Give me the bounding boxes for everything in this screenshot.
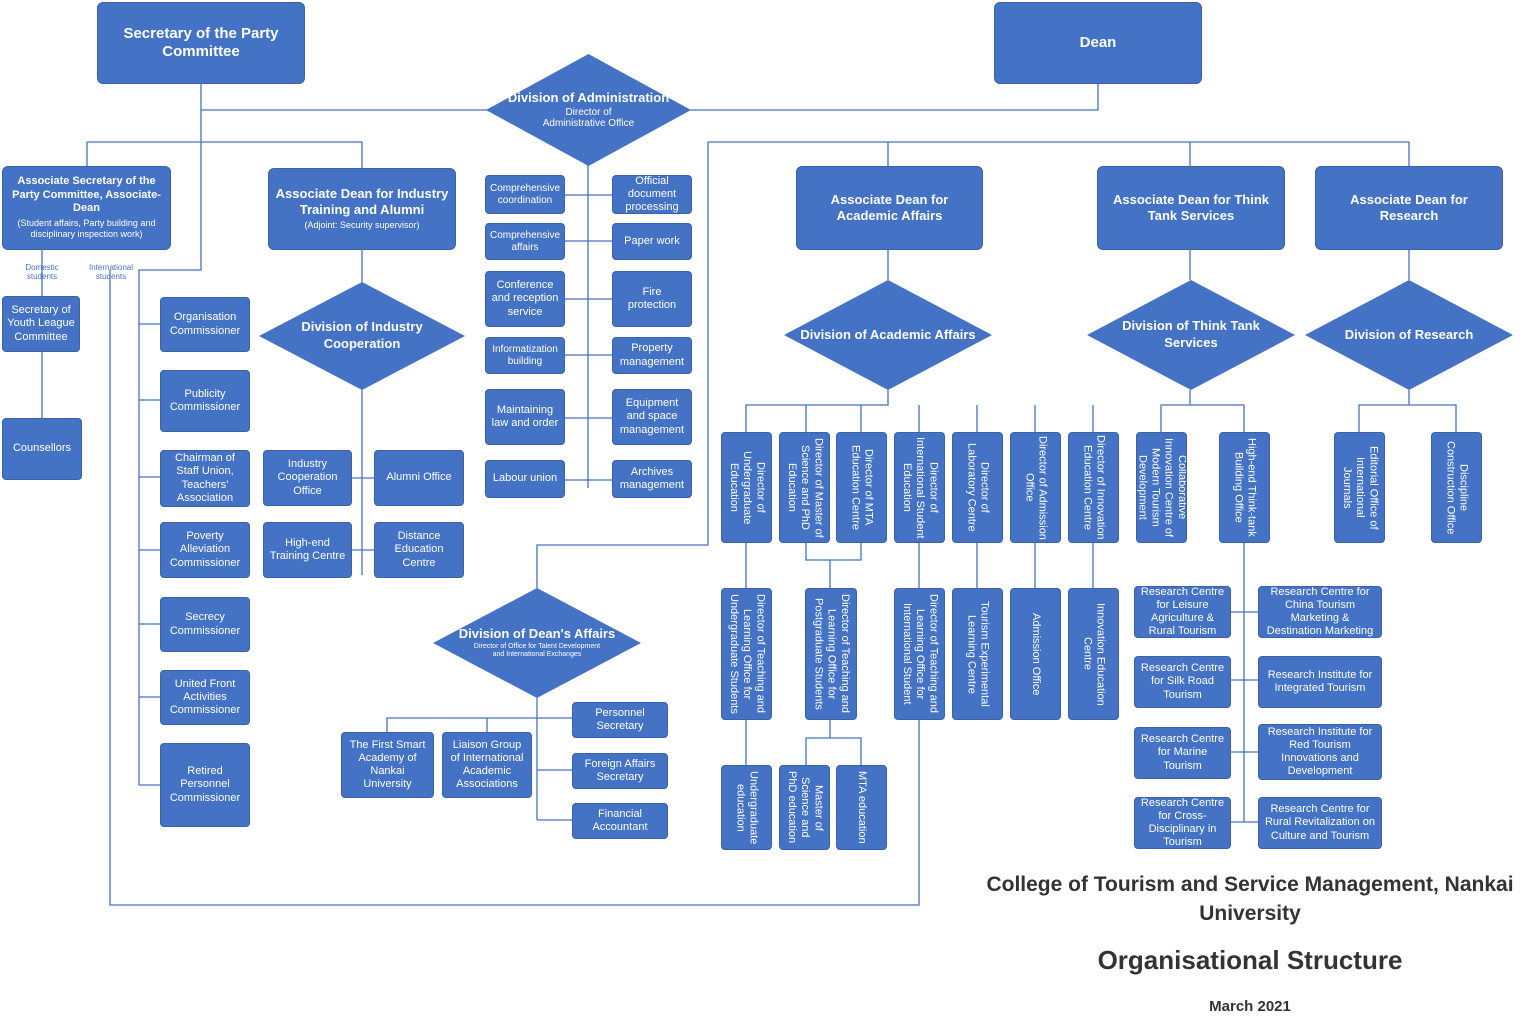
academic-level2-2: Director of Teaching and Learning Office… [805, 588, 857, 720]
associate-dean-academic-box: Associate Dean for Academic Affairs [796, 166, 983, 250]
associate-secretary-title: Associate Secretary of the Party Committ… [12, 175, 161, 214]
think-centre-left-2: Research Centre for Silk Road Tourism [1134, 656, 1231, 708]
youth-league-box: Secretary of Youth League Committee [2, 296, 80, 352]
commissioner-1: Organisation Commissioner [160, 297, 250, 352]
admin-right-3: Fire protection [612, 271, 692, 327]
deans-unit-5: Financial Accountant [572, 803, 668, 839]
admin-right-5: Equipment and space management [612, 389, 692, 445]
think-unit-2: High-end Think-tank Building Office [1219, 432, 1270, 543]
admin-left-3: Conference and reception service [485, 271, 565, 327]
research-unit-2: Discipline Construction Office [1431, 432, 1482, 543]
domestic-students-label: Domestic students [25, 263, 59, 282]
counsellors-box: Counsellors [2, 418, 82, 480]
academic-level3-3: MTA education [836, 765, 887, 850]
division-think-tank: Division of Think Tank Services [1087, 280, 1295, 390]
division-administration-title: Division of Administration [507, 90, 670, 106]
industry-office-1: Industry Cooperation Office [263, 450, 352, 506]
division-deans-affairs-title: Division of Dean's Affairs [458, 626, 616, 642]
admin-left-5: Maintaining law and order [485, 389, 565, 445]
division-deans-affairs-subtitle: Director of Office for Talent Developmen… [473, 643, 601, 659]
think-centre-left-3: Research Centre for Marine Tourism [1134, 727, 1231, 779]
associate-dean-research-box: Associate Dean for Research [1315, 166, 1503, 250]
academic-level2-4: Tourism Experimental Learning Centre [952, 588, 1003, 720]
associate-dean-industry-box: Associate Dean for Industry Training and… [268, 168, 456, 250]
associate-dean-industry-title: Associate Dean for Industry Training and… [275, 186, 449, 217]
division-industry-title: Division of Industry Cooperation [301, 319, 423, 351]
admin-left-2: Comprehensive affairs [485, 223, 565, 260]
academic-director-3: Director of MTA Education Centre [836, 432, 887, 543]
deans-unit-1: The First Smart Academy of Nankai Univer… [341, 732, 434, 798]
academic-director-5: Director of Laboratory Centre [952, 432, 1003, 543]
associate-dean-think-tank-box: Associate Dean for Think Tank Services [1097, 166, 1285, 250]
commissioner-4: Poverty Alleviation Commissioner [160, 522, 250, 578]
dean-box: Dean [994, 2, 1202, 84]
academic-level2-5: Admission Office [1010, 588, 1061, 720]
think-centre-right-2: Research Institute for Integrated Touris… [1258, 656, 1382, 708]
associate-dean-industry-subtitle: (Adjoint: Security supervisor) [304, 220, 420, 231]
division-academic-title: Division of Academic Affairs [800, 326, 976, 342]
deans-unit-2: Liaison Group of International Academic … [442, 732, 532, 798]
think-centre-left-1: Research Centre for Leisure Agriculture … [1134, 586, 1231, 638]
division-industry: Division of Industry Cooperation [259, 282, 465, 390]
academic-director-7: Director of Innovation Education Centre [1068, 432, 1119, 543]
admin-left-1: Comprehensive coordination [485, 175, 565, 214]
admin-right-2: Paper work [612, 223, 692, 260]
think-centre-right-4: Research Centre for Rural Revitalization… [1258, 797, 1382, 849]
commissioner-2: Publicity Commissioner [160, 370, 250, 432]
academic-director-4: Director of International Student Educat… [894, 432, 945, 543]
academic-director-6: Director of Admission Office [1010, 432, 1061, 543]
admin-left-6: Labour union [485, 460, 565, 498]
academic-director-1: Director of Undergraduate Education [721, 432, 772, 543]
commissioner-5: Secrecy Commissioner [160, 597, 250, 652]
commissioner-6: United Front Activities Commissioner [160, 670, 250, 725]
think-centre-right-1: Research Centre for China Tourism Market… [1258, 586, 1382, 638]
division-administration-subtitle: Director of Administrative Office [542, 106, 635, 130]
division-research-title: Division of Research [1344, 326, 1474, 342]
associate-secretary-box: Associate Secretary of the Party Committ… [2, 166, 171, 250]
division-think-tank-title: Division of Think Tank Services [1122, 318, 1260, 350]
industry-office-2: Alumni Office [374, 450, 464, 506]
chart-title: Organisational Structure [1097, 945, 1403, 975]
associate-secretary-subtitle: (Student affairs, Party building and dis… [17, 218, 156, 240]
admin-left-4: Informatization building [485, 337, 565, 374]
international-students-label: International students [88, 263, 134, 282]
academic-level3-1: Undergraduate education [721, 765, 772, 850]
think-centre-right-3: Research Institute for Red Tourism Innov… [1258, 724, 1382, 780]
academic-level3-2: Master of Science and PhD education [779, 765, 830, 850]
college-name: College of Tourism and Service Managemen… [986, 873, 1514, 926]
division-research: Division of Research [1305, 280, 1513, 390]
admin-right-1: Official document processing [612, 175, 692, 214]
deans-unit-3: Personnel Secretary [572, 702, 668, 738]
commissioner-7: Retired Personnel Commissioner [160, 743, 250, 827]
think-centre-left-4: Research Centre for Cross-Disciplinary i… [1134, 797, 1231, 849]
admin-right-4: Property management [612, 337, 692, 374]
academic-level2-6: Innovation Education Centre [1068, 588, 1119, 720]
division-academic: Division of Academic Affairs [784, 280, 992, 390]
industry-office-3: High-end Training Centre [263, 522, 352, 578]
academic-director-2: Director of Master of Science and PhD Ed… [779, 432, 830, 543]
admin-right-6: Archives management [612, 460, 692, 498]
deans-unit-4: Foreign Affairs Secretary [572, 753, 668, 789]
academic-level2-3: Director of Teaching and Learning Office… [894, 588, 945, 720]
secretary-box: Secretary of the Party Committee [97, 2, 305, 84]
commissioner-3: Chairman of Staff Union, Teachers' Assoc… [160, 450, 250, 507]
industry-office-4: Distance Education Centre [374, 522, 464, 578]
think-unit-1: Collaborative Innovation Centre of Moder… [1136, 432, 1187, 543]
research-unit-1: Editorial Office of International Journa… [1334, 432, 1385, 543]
academic-level2-1: Director of Teaching and Learning Office… [721, 588, 772, 720]
chart-date: March 2021 [1209, 998, 1291, 1015]
